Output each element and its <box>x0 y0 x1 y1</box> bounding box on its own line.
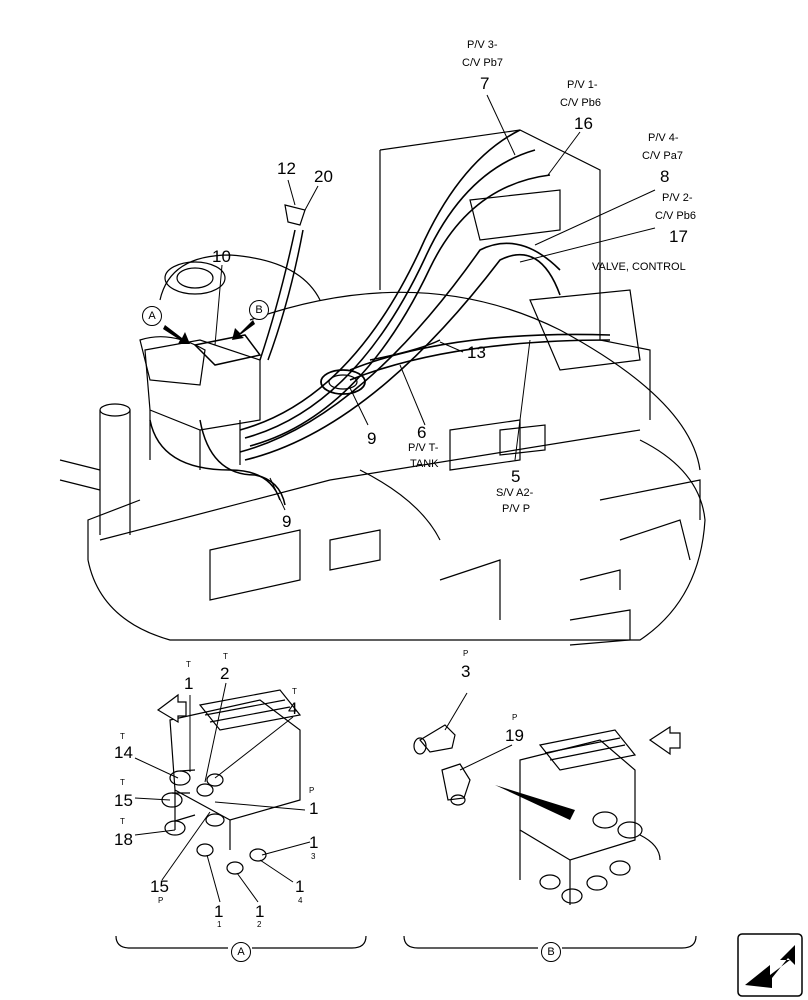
callout-9-a: 9 <box>367 429 377 448</box>
callout-9-b: 9 <box>282 512 292 531</box>
label-cv-pa7: C/V Pa7 <box>642 150 683 162</box>
callout-b-19: 19 <box>505 726 524 745</box>
label-pv3: P/V 3- <box>467 39 498 51</box>
pointer-arrow-icon <box>495 785 575 820</box>
callout-b-3: 3 <box>461 662 471 681</box>
bracket-b <box>403 935 697 949</box>
direction-arrow-icon <box>156 693 187 724</box>
label-tank: TANK <box>410 458 439 470</box>
callout-a-1-1: 1 <box>214 902 224 921</box>
label-cv-pb6-a: C/V Pb6 <box>560 97 601 109</box>
callout-a-18: 18 <box>114 830 133 849</box>
main-assembly <box>59 129 706 646</box>
detail-a-leaders <box>134 682 311 903</box>
detail-b-drawing <box>413 724 661 905</box>
callout-a-15-left: 15 <box>114 791 133 810</box>
callout-7: 7 <box>480 74 490 93</box>
tag-t-1: T <box>186 660 191 669</box>
callout-a-15-bottom: 15 <box>150 877 169 896</box>
view-label-a: A <box>231 942 251 962</box>
tag-t-4: T <box>292 687 297 696</box>
tag-t-2: T <box>223 652 228 661</box>
label-valve-control: VALVE, CONTROL <box>592 261 686 273</box>
callout-a-1-2: 1 <box>255 902 265 921</box>
navigation-arrow-icon <box>737 933 803 997</box>
label-sv-a2: S/V A2- <box>496 487 534 499</box>
view-label-b: B <box>541 942 561 962</box>
view-marker-b: B <box>249 300 269 320</box>
callout-8: 8 <box>660 167 670 186</box>
tag-p-right: P <box>309 786 315 795</box>
sub-1: 1 <box>217 920 222 929</box>
sub-3: 3 <box>311 852 316 861</box>
tag-p-15: P <box>158 896 164 905</box>
callout-a-1-3: 1 <box>309 833 319 852</box>
callout-a-1-4: 1 <box>295 877 305 896</box>
label-pv4: P/V 4- <box>648 132 679 144</box>
label-pvt: P/V T- <box>408 442 439 454</box>
tag-t-18: T <box>120 817 125 826</box>
label-pv2: P/V 2- <box>662 192 693 204</box>
callout-20: 20 <box>314 167 333 186</box>
callout-a-4: 4 <box>288 699 298 718</box>
tag-p-3: P <box>463 649 469 658</box>
callout-a-2: 2 <box>220 664 230 683</box>
callout-a-1-top: 1 <box>184 674 194 693</box>
label-cv-pb7: C/V Pb7 <box>462 57 503 69</box>
direction-arrow-icon <box>648 725 681 756</box>
label-cv-pb6-b: C/V Pb6 <box>655 210 696 222</box>
callout-a-1-right: 1 <box>309 799 319 818</box>
callout-16: 16 <box>574 114 593 133</box>
sub-4: 4 <box>298 896 303 905</box>
callout-arrows <box>163 320 255 344</box>
label-pv1: P/V 1- <box>567 79 598 91</box>
callout-10: 10 <box>212 247 231 266</box>
top-leader-lines <box>214 94 656 511</box>
tag-p-19: P <box>512 713 518 722</box>
callout-a-14: 14 <box>114 743 133 762</box>
callout-17: 17 <box>669 227 688 246</box>
detail-b-leaders <box>444 692 513 771</box>
tag-t-15: T <box>120 778 125 787</box>
sub-2: 2 <box>257 920 262 929</box>
callout-6: 6 <box>417 423 427 442</box>
label-pv-p: P/V P <box>502 503 531 515</box>
callout-12: 12 <box>277 159 296 178</box>
bracket-a <box>115 935 367 949</box>
view-marker-a: A <box>142 306 162 326</box>
detail-a-drawing <box>161 689 302 875</box>
tag-t-14: T <box>120 732 125 741</box>
callout-5: 5 <box>511 467 521 486</box>
callout-13: 13 <box>467 343 486 362</box>
